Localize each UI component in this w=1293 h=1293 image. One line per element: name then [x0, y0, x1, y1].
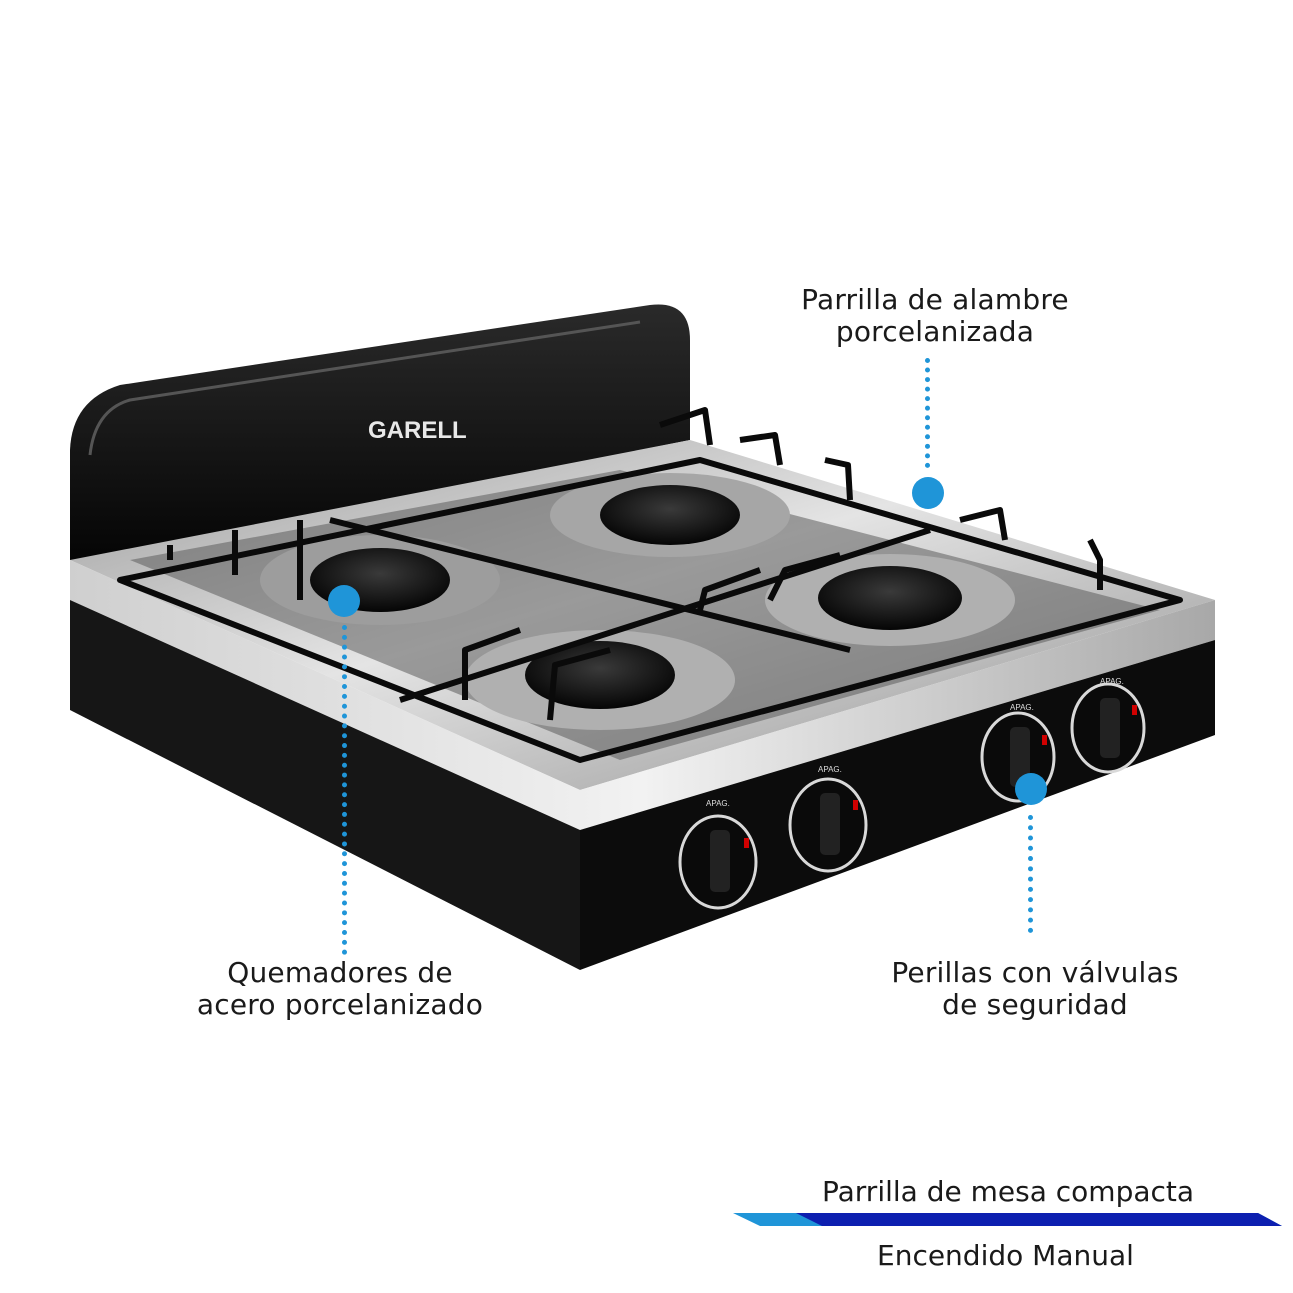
knob-label-1: APAG.	[706, 799, 730, 808]
callout-burners: Quemadores de acero porcelanizado	[180, 957, 500, 1021]
callout-burners-leader	[342, 625, 347, 955]
callout-knobs-line1: Perillas con válvulas	[891, 956, 1179, 989]
callout-burners-marker	[328, 585, 360, 617]
callout-knobs-line2: de seguridad	[942, 988, 1128, 1021]
callout-rack-marker	[912, 477, 944, 509]
brand-logo: GARELL	[368, 417, 467, 444]
callout-knobs: Perillas con válvulas de seguridad	[885, 957, 1185, 1021]
knob-label-2: APAG.	[818, 765, 842, 774]
burner-front-left	[465, 630, 735, 730]
knob-1[interactable]	[678, 814, 758, 910]
burner-back-left	[260, 535, 500, 625]
callout-knobs-marker	[1015, 773, 1047, 805]
knob-4[interactable]	[1070, 682, 1146, 774]
callout-burners-line2: acero porcelanizado	[196, 988, 484, 1021]
knob-label-3: APAG.	[1010, 703, 1034, 712]
callout-rack-line2: porcelanizada	[835, 315, 1035, 348]
callout-rack-line1: Parrilla de alambre	[801, 283, 1069, 316]
feature-secondary: Encendido Manual	[877, 1239, 1134, 1272]
knob-2[interactable]	[788, 777, 868, 873]
burner-front-right	[765, 554, 1015, 646]
front-rim	[70, 560, 1215, 830]
feature-primary: Parrilla de mesa compacta	[822, 1175, 1195, 1208]
callout-knobs-leader	[1028, 815, 1033, 933]
knob-label-4: APAG.	[1100, 677, 1124, 686]
callout-rack-leader	[925, 358, 930, 468]
callout-rack: Parrilla de alambre porcelanizada	[790, 284, 1080, 348]
burner-back-right	[550, 473, 790, 557]
callout-burners-line1: Quemadores de	[227, 956, 453, 989]
feature-divider	[733, 1213, 1282, 1226]
wire-grate	[117, 407, 1183, 763]
backsplash	[70, 304, 690, 560]
